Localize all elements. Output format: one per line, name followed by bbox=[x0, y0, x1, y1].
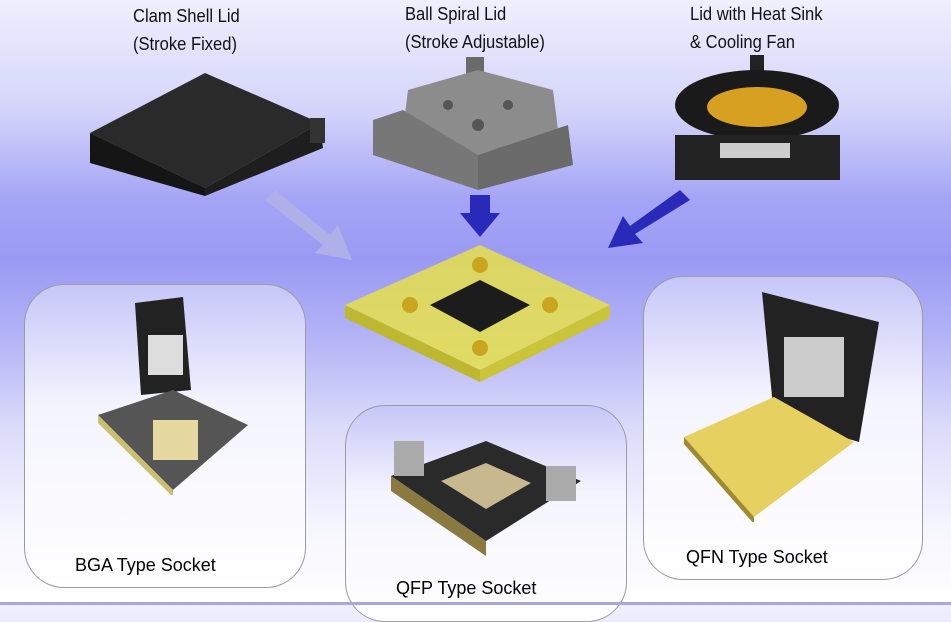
qfp-socket-label: QFP Type Socket bbox=[396, 578, 537, 598]
label-line: & Cooling Fan bbox=[690, 32, 795, 52]
ball-spiral-lid-label: Ball Spiral Lid (Stroke Adjustable) bbox=[405, 0, 545, 56]
bga-socket-label: BGA Type Socket bbox=[75, 555, 216, 575]
label-line: (Stroke Adjustable) bbox=[405, 32, 545, 52]
label-line: (Stroke Fixed) bbox=[133, 34, 237, 54]
bottom-divider bbox=[0, 602, 951, 605]
qfp-socket-image bbox=[391, 441, 581, 556]
ball-spiral-lid-image bbox=[373, 57, 573, 190]
clam-shell-lid-label: Clam Shell Lid (Stroke Fixed) bbox=[133, 2, 240, 58]
qfp-socket-panel: QFP Type Socket bbox=[345, 405, 627, 622]
heat-sink-lid-label: Lid with Heat Sink & Cooling Fan bbox=[690, 0, 823, 56]
label-line: Ball Spiral Lid bbox=[405, 4, 507, 24]
clam-shell-lid-image bbox=[90, 73, 325, 196]
qfn-socket-label: QFN Type Socket bbox=[686, 547, 828, 567]
qfn-socket-image bbox=[684, 292, 879, 522]
label-line: Clam Shell Lid bbox=[133, 6, 240, 26]
heat-sink-lid-image bbox=[675, 55, 840, 180]
arrow-light-icon bbox=[265, 190, 352, 260]
label-line: Lid with Heat Sink bbox=[690, 4, 823, 24]
bga-socket-panel: BGA Type Socket bbox=[24, 284, 306, 588]
socket-base-image bbox=[345, 245, 610, 382]
bga-socket-image bbox=[98, 297, 248, 495]
arrow-dark-icon bbox=[608, 190, 690, 248]
qfn-socket-panel: QFN Type Socket bbox=[643, 276, 923, 580]
arrow-down-icon bbox=[460, 195, 500, 237]
